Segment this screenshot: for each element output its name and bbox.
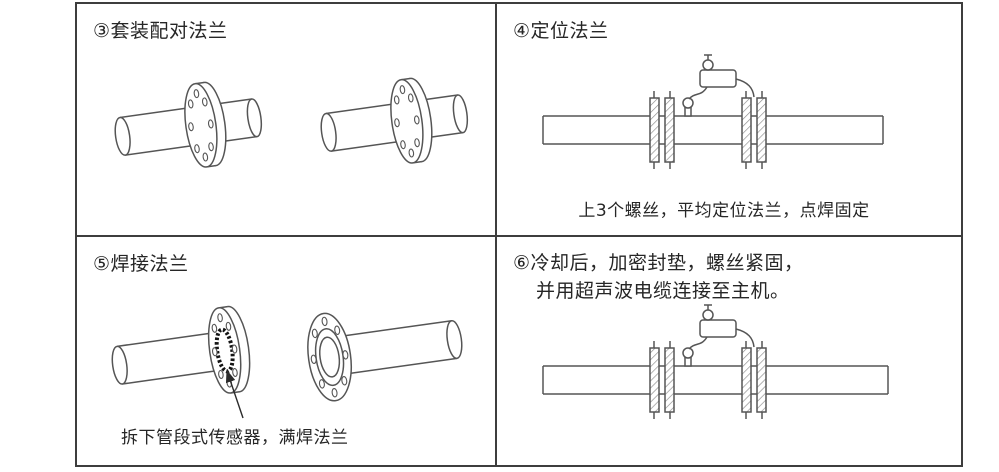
flange-pair-left [649, 347, 675, 413]
flange-pair-right [741, 97, 767, 163]
flange-pair-left [649, 97, 675, 163]
panel-step5-weld-flanges: ⑤焊接法兰 [77, 237, 497, 465]
step6-title-line1: ⑥冷却后，加密封垫，螺丝紧固， [513, 252, 804, 274]
step4-title: ④定位法兰 [513, 20, 609, 42]
step6-title-line2: 并用超声波电缆连接至主机。 [536, 280, 790, 302]
step5-caption: 拆下管段式传感器，满焊法兰 [121, 428, 349, 448]
step5-title: ⑤焊接法兰 [93, 253, 189, 275]
paired-flanges-illustration [114, 77, 469, 168]
pipe-with-welded-flange [111, 305, 251, 394]
pipe-assembly [542, 54, 884, 169]
pipe-with-flange-right [320, 77, 469, 164]
bolt-holes [310, 316, 349, 398]
pipe-assembly [542, 304, 889, 419]
panel-step3-paired-flanges: ③套装配对法兰 [77, 4, 497, 237]
ultrasonic-sensor-device [699, 304, 737, 338]
flange-studs [653, 91, 763, 169]
bolt-holes [393, 85, 420, 158]
flange-positioning-illustration [542, 54, 884, 169]
instruction-grid: ③套装配对法兰 [75, 2, 963, 467]
sensor-fitting [682, 347, 694, 367]
ultrasonic-sensor-device [699, 54, 737, 88]
panel-step4-position-flanges: ④定位法兰 [497, 4, 961, 237]
pipe-with-flange-left [114, 81, 263, 168]
caption-arrow [225, 369, 244, 419]
panel-step6-final-assembly: ⑥冷却后，加密封垫，螺丝紧固， 并用超声波电缆连接至主机。 [497, 237, 961, 465]
sensor-cables [688, 328, 755, 350]
loose-flange-with-pipe [307, 312, 463, 402]
sensor-fitting [682, 97, 694, 117]
flange-welding-illustration [111, 305, 463, 419]
flange-pair-right [741, 347, 767, 413]
step6-title: ⑥冷却后，加密封垫，螺丝紧固， 并用超声波电缆连接至主机。 [513, 249, 804, 305]
bolt-holes [187, 89, 214, 162]
final-assembly-illustration [542, 304, 889, 419]
step4-caption: 上3个螺丝，平均定位法兰，点焊固定 [578, 201, 870, 221]
flange-studs [653, 341, 763, 419]
step3-title: ③套装配对法兰 [93, 20, 228, 42]
sensor-cables [688, 78, 755, 100]
